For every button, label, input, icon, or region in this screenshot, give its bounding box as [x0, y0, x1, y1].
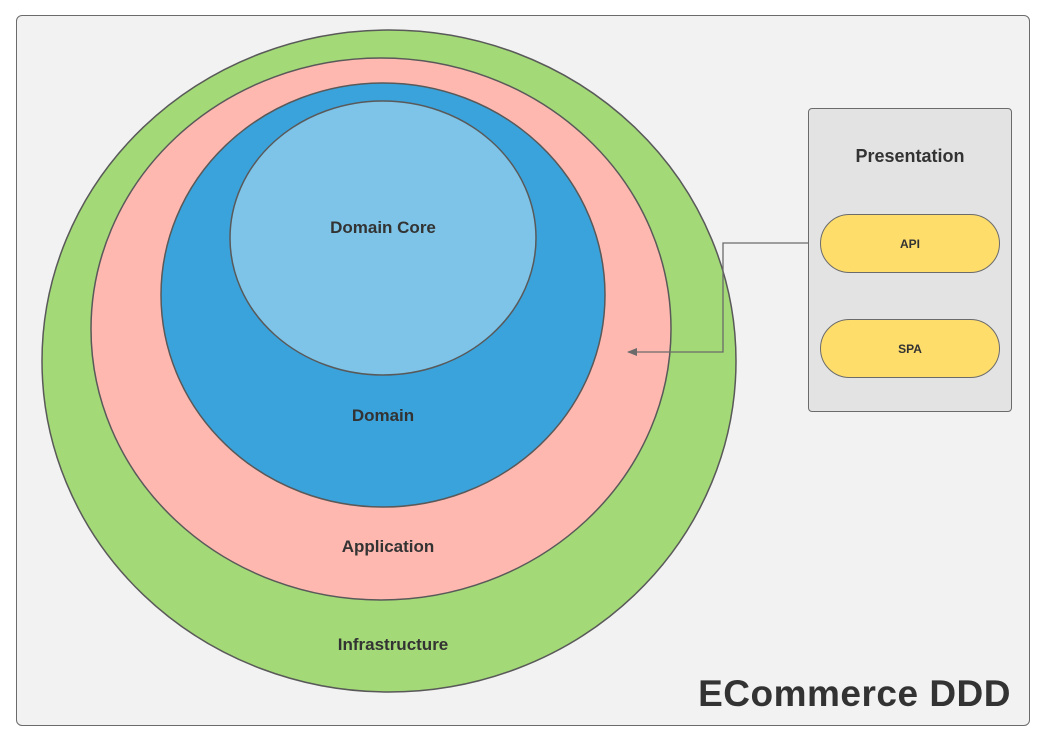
- domain-label: Domain: [352, 406, 414, 425]
- presentation-title: Presentation: [855, 146, 965, 166]
- api-node[interactable]: API: [820, 214, 1000, 273]
- presentation-layer: Presentation API SPA: [808, 108, 1012, 412]
- api-to-application-arrow: [627, 242, 822, 356]
- spa-node[interactable]: SPA: [820, 319, 1000, 378]
- diagram-title: ECommerce DDD: [698, 673, 1011, 714]
- domain-core-label: Domain Core: [330, 218, 436, 237]
- domain-core-layer: [229, 100, 537, 376]
- infrastructure-label: Infrastructure: [338, 635, 449, 654]
- application-label: Application: [342, 537, 435, 556]
